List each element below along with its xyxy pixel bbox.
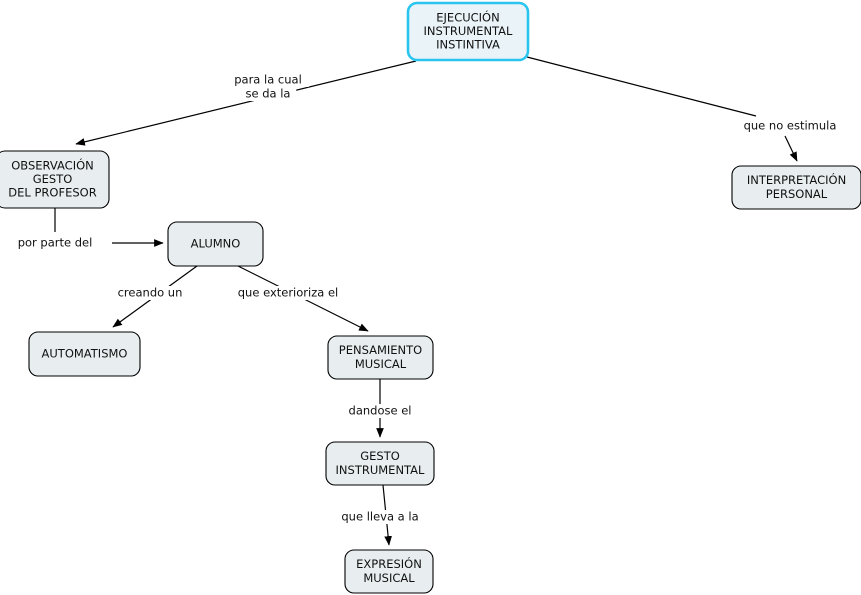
link-label-text: que exterioriza el: [238, 286, 338, 300]
link-dandose-el-label: dandose el: [345, 404, 415, 418]
node-label-line: INSTINTIVA: [436, 38, 500, 52]
node-label-line: GESTO: [33, 172, 73, 186]
node-box[interactable]: [327, 335, 434, 380]
node-label-line: INSTRUMENTAL: [424, 24, 514, 38]
node-label-line: INTERPRETACIÓN: [747, 172, 846, 187]
link-que-exterioriza-el-label: que exterioriza el: [228, 286, 348, 300]
link-por-parte-del: [54, 208, 163, 243]
link-label-text: creando un: [118, 286, 183, 300]
link-label-text: se da la: [246, 87, 291, 101]
node-label-line: ALUMNO: [191, 237, 241, 251]
link-por-parte-del-label: por parte del: [11, 236, 99, 250]
link-label-text: que no estimula: [744, 119, 837, 133]
node-label-line: PERSONAL: [766, 187, 828, 201]
node-label-line: GESTO: [360, 449, 400, 463]
link-que-no-estimula: [526, 56, 757, 117]
node-label-line: MUSICAL: [363, 571, 415, 585]
node-label-line: DEL PROFESOR: [8, 186, 96, 200]
node-label-line: PENSAMIENTO: [339, 343, 422, 357]
link-que-lleva-a-la-label: que lleva a la: [332, 510, 428, 524]
link-label-text: que lleva a la: [341, 510, 418, 524]
node-box[interactable]: [0, 150, 110, 209]
link-creando-un-label: creando un: [115, 286, 185, 300]
label-backdrop: [227, 73, 309, 87]
label-backdrop: [11, 236, 99, 250]
link-line: [54, 208, 163, 243]
node-label-line: OBSERVACIÓN: [11, 157, 94, 172]
link-label-text: para la cual: [234, 73, 302, 87]
node-label-line: MUSICAL: [355, 357, 407, 371]
link-para-la-cual: [75, 60, 417, 146]
node-box[interactable]: [406, 1, 530, 62]
link-label-text: dandose el: [349, 404, 412, 418]
label-backdrop: [239, 87, 297, 101]
link-line: [526, 56, 757, 117]
node-label-line: EJECUCIÓN: [436, 9, 499, 24]
node-label-line: EXPRESIÓN: [356, 556, 422, 571]
node-label-line: INSTRUMENTAL: [336, 463, 426, 477]
link-line: [75, 60, 417, 146]
link-line: [784, 135, 798, 162]
label-backdrop: [228, 286, 348, 300]
node-box[interactable]: [167, 221, 264, 267]
link-que-no-estimula-arrow: [784, 135, 798, 162]
label-backdrop: [332, 510, 428, 524]
node-box[interactable]: [344, 549, 434, 594]
link-label-text: por parte del: [18, 236, 93, 250]
label-backdrop: [739, 119, 841, 133]
label-backdrop: [345, 404, 415, 418]
node-automatismo[interactable]: AUTOMATISMO: [28, 331, 141, 377]
node-box[interactable]: [28, 331, 141, 377]
link-que-no-estimula-label: que no estimula: [739, 119, 841, 133]
node-label-line: AUTOMATISMO: [42, 347, 128, 361]
node-box[interactable]: [325, 441, 435, 486]
label-backdrop: [115, 286, 185, 300]
node-box[interactable]: [731, 165, 861, 210]
node-alumno[interactable]: ALUMNO: [167, 221, 264, 267]
